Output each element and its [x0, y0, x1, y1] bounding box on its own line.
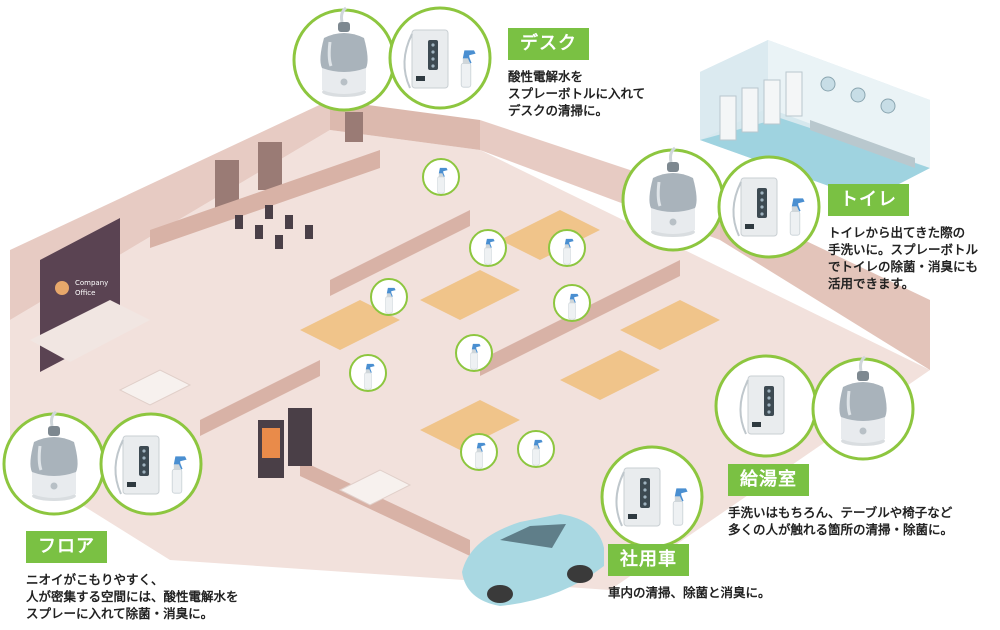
spray-marker	[370, 278, 408, 316]
kitchen-desc-line-1: 手洗いはもちろん、テーブルや椅子など	[728, 505, 953, 520]
lounge-seats	[118, 369, 412, 506]
toilet-mirrors	[820, 76, 896, 114]
toilet-zone-title: トイレ	[828, 184, 909, 216]
desk-desc-line-1: 酸性電解水を	[508, 69, 584, 84]
kitchen-desc-line-2: 多くの人が触れる箇所の清掃・除菌に。	[728, 522, 954, 537]
reception-area: Company Office	[30, 218, 150, 372]
desk-humidifier-circle	[292, 6, 396, 112]
desk-desc-line-3: デスクの清掃に。	[508, 103, 609, 118]
office-windows	[215, 112, 363, 208]
desk-zone-description: 酸性電解水を スプレーボトルに入れて デスクの清掃に。	[508, 68, 645, 119]
desks	[300, 210, 720, 450]
desk-generator-circle	[388, 6, 492, 110]
floor-desc-line-1: ニオイがこもりやすく、	[26, 572, 164, 587]
spray-markers	[349, 158, 591, 471]
car-desc-line-1: 車内の清掃、除菌と消臭に。	[608, 585, 771, 600]
toilet-desc-line-4: 活用できます。	[828, 276, 915, 291]
desk-zone-title: デスク	[508, 28, 589, 60]
office-sign-line-1: Company	[75, 279, 108, 287]
spray-marker	[460, 433, 498, 471]
office-sign-line-2: Office	[75, 289, 95, 297]
meeting-chairs	[235, 205, 313, 249]
spray-marker	[469, 229, 507, 267]
floor-desc-line-2: 人が密集する空間には、酸性電解水を	[26, 589, 239, 604]
kitchen-zone-title: 給湯室	[728, 464, 809, 496]
desk-desc-line-2: スプレーボトルに入れて	[508, 86, 646, 101]
kitchen-zone-description: 手洗いはもちろん、テーブルや椅子など 多くの人が触れる箇所の清掃・除菌に。	[728, 504, 953, 538]
floor-desc-line-3: スプレーに入れて除菌・消臭に。	[26, 606, 214, 621]
toilet-desc-line-3: でトイレの除菌・消臭にも	[828, 259, 979, 274]
spray-marker	[517, 430, 555, 468]
company-car	[462, 514, 604, 606]
toilet-stalls	[719, 71, 803, 141]
floor-humidifier-circle	[2, 410, 106, 516]
floor-zone-description: ニオイがこもりやすく、 人が密集する空間には、酸性電解水を スプレーに入れて除菌…	[26, 571, 239, 622]
toilet-generator-circle	[717, 155, 821, 259]
vending-machines	[258, 408, 312, 478]
car-generator-circle	[600, 445, 704, 549]
toilet-humidifier-circle	[621, 146, 725, 252]
spray-marker	[553, 284, 591, 322]
car-zone-title: 社用車	[608, 544, 689, 576]
toilet-desc-line-1: トイレから出てきた際の	[828, 225, 966, 240]
spray-marker	[548, 229, 586, 267]
floor-zone-title: フロア	[26, 531, 107, 563]
spray-marker	[455, 334, 493, 372]
floor-generator-circle	[99, 412, 203, 516]
spray-marker	[349, 354, 387, 392]
toilet-zone-description: トイレから出てきた際の 手洗いに。スプレーボトル でトイレの除菌・消臭にも 活用…	[828, 224, 978, 292]
spray-marker	[422, 158, 460, 196]
kitchen-humidifier-circle	[811, 355, 915, 461]
car-zone-description: 車内の清掃、除菌と消臭に。	[608, 584, 771, 601]
toilet-desc-line-2: 手洗いに。スプレーボトル	[828, 242, 979, 257]
product-circles	[2, 6, 915, 549]
kitchen-generator-circle	[714, 354, 818, 458]
